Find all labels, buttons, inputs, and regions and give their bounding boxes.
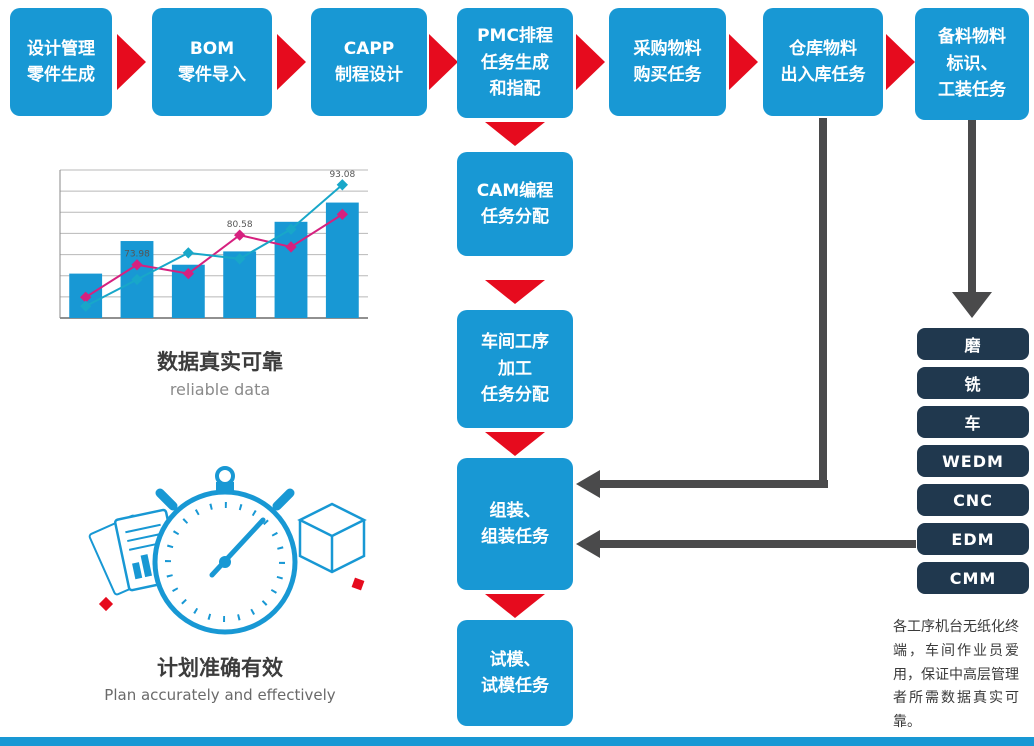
flow-arrow-right-icon [429, 34, 458, 90]
connector-arrowhead-left-icon [576, 530, 600, 558]
side-note: 各工序机台无纸化终端，车间作业员爱用，保证中高层管理者所需数据真实可靠。 [893, 619, 1019, 731]
flow-step-purchase: 采购物料 购买任务 [609, 8, 726, 116]
flow-step-trial-mold: 试模、 试模任务 [457, 620, 573, 726]
svg-text:80.58: 80.58 [227, 220, 253, 230]
svg-text:73.98: 73.98 [124, 250, 150, 260]
flow-step-cam: CAM编程 任务分配 [457, 152, 573, 256]
flow-step-pmc: PMC排程 任务生成 和指配 [457, 8, 573, 118]
flow-arrow-right-icon [729, 34, 758, 90]
bar-line-chart: 73.98 80.58 93.08 [48, 158, 380, 338]
svg-text:93.08: 93.08 [329, 170, 355, 180]
flow-step-workshop: 车间工序 加工 任务分配 [457, 310, 573, 428]
stopwatch-icon [152, 466, 298, 635]
flow-arrow-right-icon [886, 34, 915, 90]
machine-item-grinding: 磨 [917, 328, 1029, 360]
machine-item-cmm: CMM [917, 562, 1029, 594]
plan-caption: 计划准确有效 [157, 656, 283, 680]
flow-step-material-prep: 备料物料 标识、 工装任务 [915, 8, 1029, 120]
plan-caption-en: Plan accurately and effectively [104, 686, 336, 704]
cube-icon [297, 502, 367, 574]
flow-step-bom: BOM 零件导入 [152, 8, 272, 116]
connector-warehouse-to-assembly [598, 480, 828, 488]
connector-prep-to-machines [968, 120, 976, 292]
flow-arrow-right-icon [576, 34, 605, 90]
flow-arrow-down-icon [485, 122, 545, 146]
red-diamond-accent [98, 596, 114, 612]
red-square-accent [351, 577, 365, 591]
machine-item-edm: EDM [917, 523, 1029, 555]
bottom-accent-bar [0, 737, 1034, 746]
connector-machines-to-assembly [598, 540, 916, 548]
flow-step-capp: CAPP 制程设计 [311, 8, 427, 116]
flow-arrow-down-icon [485, 594, 545, 618]
flow-step-design: 设计管理 零件生成 [10, 8, 112, 116]
machine-item-milling: 铣 [917, 367, 1029, 399]
machine-item-lathe: 车 [917, 406, 1029, 438]
flow-arrow-down-icon [485, 432, 545, 456]
machine-item-cnc: CNC [917, 484, 1029, 516]
stopwatch-illustration [88, 466, 367, 635]
chart-caption-en: reliable data [169, 380, 271, 399]
bar-line-chart-canvas: 73.98 80.58 93.08 [59, 169, 368, 319]
flow-arrow-right-icon [117, 34, 146, 90]
connector-arrowhead-down-icon [952, 292, 992, 318]
chart-caption: 数据真实可靠 [157, 350, 283, 374]
flow-step-warehouse: 仓库物料 出入库任务 [763, 8, 883, 116]
connector-warehouse-vertical [819, 118, 827, 484]
flow-arrow-right-icon [277, 34, 306, 90]
machine-item-wedm: WEDM [917, 445, 1029, 477]
flow-step-assembly: 组装、 组装任务 [457, 458, 573, 590]
flow-arrow-down-icon [485, 280, 545, 304]
connector-arrowhead-left-icon [576, 470, 600, 498]
